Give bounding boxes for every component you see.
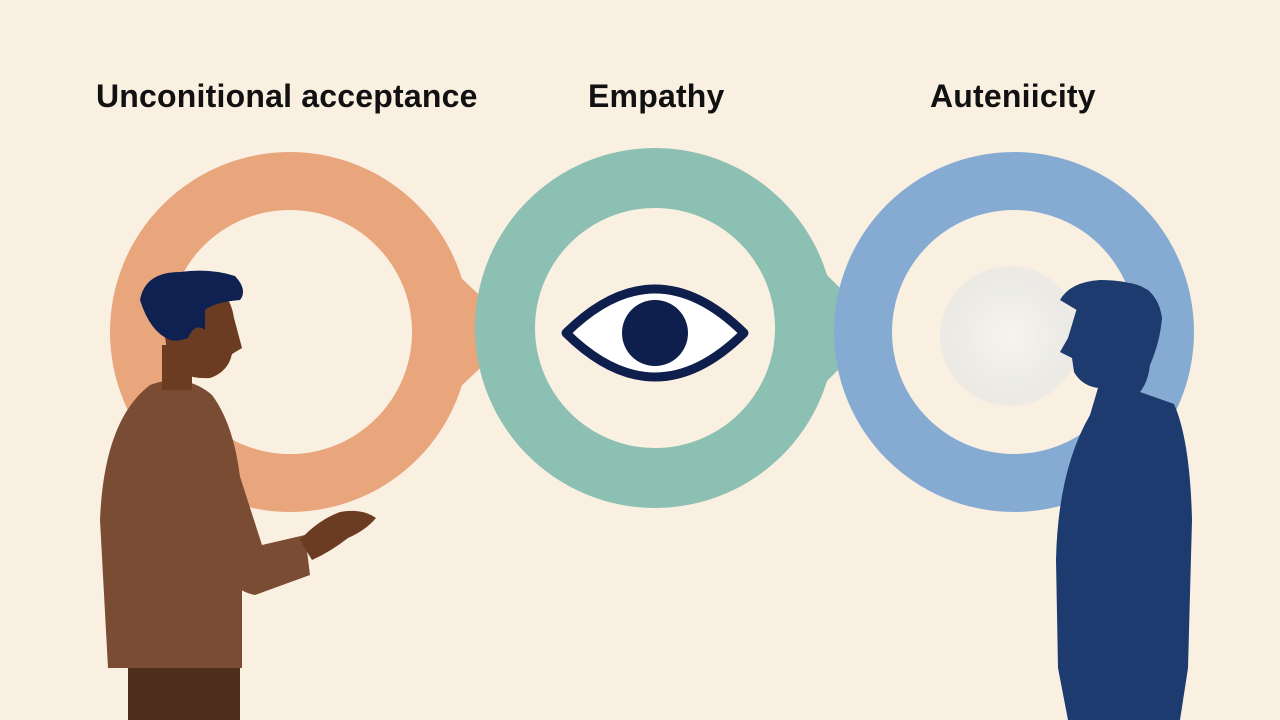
person-left [100, 270, 376, 720]
authenticity-label: Auteniicity [930, 78, 1096, 114]
glow-orb-icon [940, 266, 1080, 406]
person-right [1056, 280, 1192, 720]
empathy-label: Empathy [588, 78, 725, 114]
acceptance-label: Unconitional acceptance [96, 78, 478, 114]
eye-icon [561, 284, 749, 382]
